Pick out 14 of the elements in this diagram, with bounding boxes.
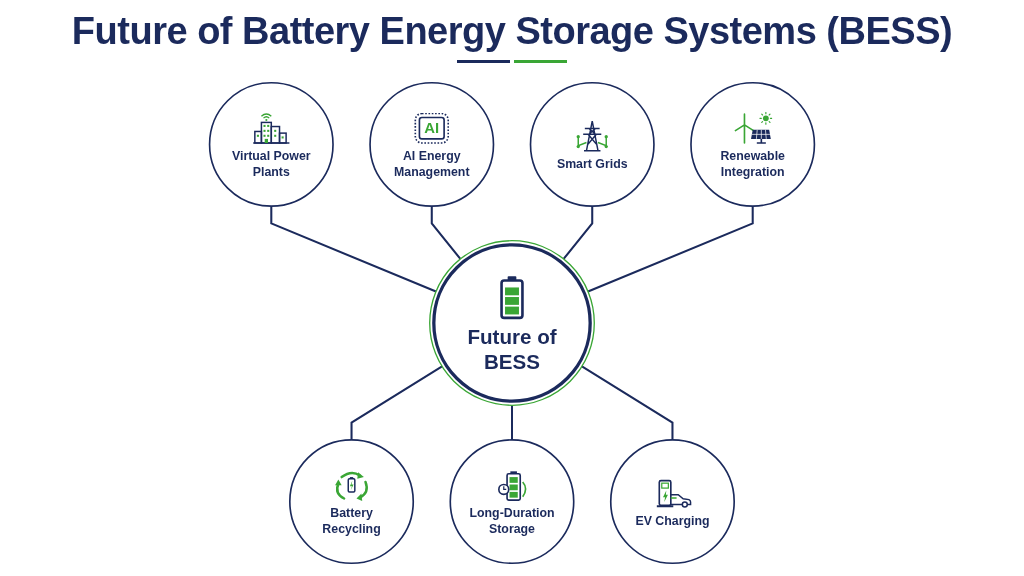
node-circle: Long-Duration Storage: [449, 439, 575, 565]
node-circle: Renewable Integration: [690, 81, 816, 207]
node-circle: EV Charging: [609, 439, 735, 565]
connector-line: [587, 206, 754, 293]
connector-line: [430, 206, 462, 260]
node-circle: Virtual Power Plants: [208, 81, 334, 207]
connector-line: [350, 365, 443, 440]
connector-line: [270, 206, 437, 293]
node-circle: Battery Recycling: [289, 439, 415, 565]
connector-line: [510, 405, 514, 440]
connector-line: [562, 206, 594, 260]
connector-line: [581, 365, 674, 440]
title: Future of Battery Energy Storage Systems (BESS): [71, 9, 953, 54]
node-circle: Smart Grids: [529, 81, 655, 207]
